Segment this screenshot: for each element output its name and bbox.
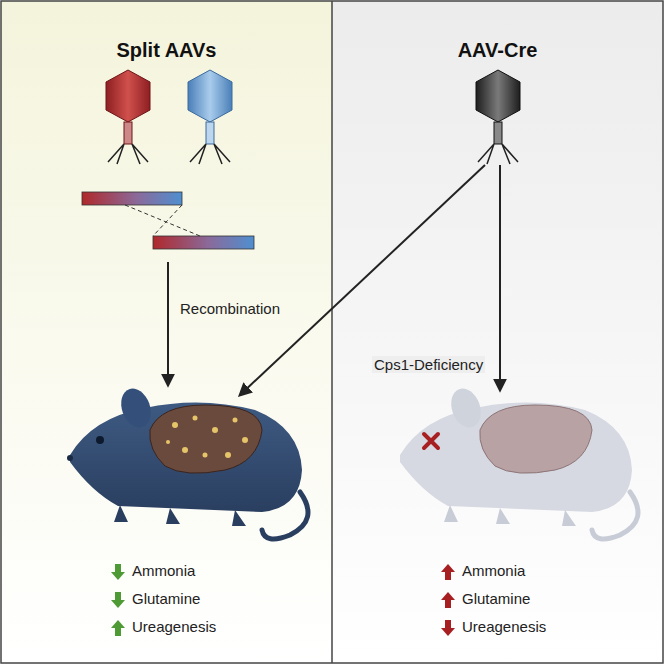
panel-heading: Split AAVs <box>1 39 332 62</box>
vector-bar <box>82 192 182 205</box>
outcome-label: Ammonia <box>132 562 195 579</box>
aav-blue <box>188 70 232 164</box>
mouse-deficient <box>400 384 638 539</box>
outcome-label: Ureagenesis <box>462 618 546 635</box>
mouse-treated <box>67 384 308 539</box>
outcome-label: Ureagenesis <box>132 618 216 635</box>
outcome-label: Glutamine <box>132 590 200 607</box>
aav-red <box>106 70 150 164</box>
arrow <box>240 165 485 395</box>
outcome-label: Ammonia <box>462 562 525 579</box>
outcome-label: Glutamine <box>462 590 530 607</box>
arrow <box>499 165 501 390</box>
recombined-bar <box>153 236 254 249</box>
panel-heading: AAV-Cre <box>332 39 663 62</box>
aav-cre <box>476 70 520 164</box>
crossover-lines <box>125 205 200 236</box>
arrow <box>167 262 169 385</box>
process-label: Cps1-Deficiency <box>372 356 485 373</box>
process-label: Recombination <box>180 300 280 317</box>
